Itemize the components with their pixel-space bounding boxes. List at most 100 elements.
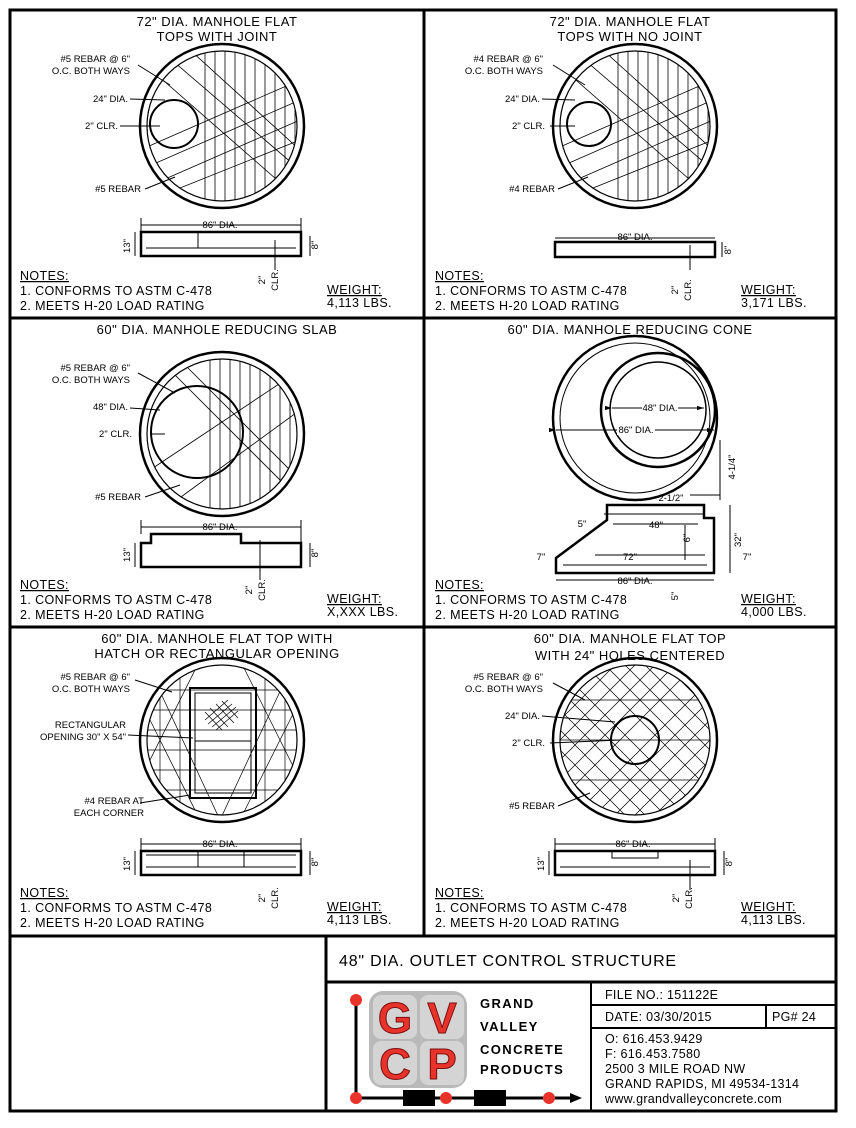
hole-dia-label: 24" DIA.: [505, 94, 540, 105]
plan-view: [541, 42, 719, 210]
corner-rebar: #4 REBAR AT: [85, 796, 145, 807]
dim-48: 48": [649, 520, 663, 531]
panel-title: 60" DIA. MANHOLE FLAT TOP: [534, 631, 726, 646]
rebar-callout-2: O.C. BOTH WAYS: [465, 66, 543, 77]
slab-diameter: 86" DIA.: [202, 522, 237, 533]
panel-subtitle: HATCH OR RECTANGULAR OPENING: [94, 646, 339, 661]
rebar-callout-2: O.C. BOTH WAYS: [52, 375, 130, 386]
cone-base-dia: 86" DIA.: [618, 425, 653, 436]
clr-dim-label: CLR.: [683, 279, 694, 301]
hole-dia-label: 48" DIA.: [93, 402, 128, 413]
file-number: FILE NO.: 151122E: [605, 988, 718, 1002]
clearance-label: 2" CLR.: [512, 121, 545, 132]
rebar-label: #5 REBAR: [95, 184, 141, 195]
drawing-title: 48" DIA. OUTLET CONTROL STRUCTURE: [339, 953, 677, 970]
note-1: 1. CONFORMS TO ASTM C-478: [20, 593, 212, 607]
clearance-label: 2" CLR.: [99, 429, 132, 440]
clr-dim-label: CLR.: [270, 887, 281, 909]
panel-title: 60" DIA. MANHOLE REDUCING SLAB: [97, 322, 338, 337]
weight-value: 4,113 LBS.: [327, 296, 392, 310]
weight-label: WEIGHT:: [741, 592, 796, 606]
weight-value: 4,113 LBS.: [327, 913, 392, 927]
weight-label: WEIGHT:: [741, 900, 796, 914]
slab-height: 13": [122, 857, 133, 871]
weight-value: 4,113 LBS.: [741, 913, 806, 927]
panel-title: 72" DIA. MANHOLE FLAT: [137, 14, 298, 29]
opening-size: OPENING 30" X 54": [40, 732, 126, 743]
clr-dim-label: CLR.: [257, 579, 268, 601]
note-2: 2. MEETS H-20 LOAD RATING: [435, 608, 620, 622]
rebar-callout: #5 REBAR @ 6": [60, 54, 130, 65]
top-thickness: 8": [310, 858, 321, 867]
dim-4-1-4: 4-1/4": [727, 454, 738, 479]
corner-rebar-2: EACH CORNER: [74, 808, 144, 819]
top-thickness: 8": [724, 858, 735, 867]
company-name-3: CONCRETE: [480, 1042, 564, 1057]
rebar-callout: #4 REBAR @ 6": [473, 54, 543, 65]
notes-heading: NOTES:: [20, 578, 69, 592]
logo-letter-p: P: [427, 1040, 456, 1089]
note-1: 1. CONFORMS TO ASTM C-478: [435, 593, 627, 607]
plan-view: [549, 334, 719, 502]
rebar-callout: #5 REBAR @ 6": [60, 363, 130, 374]
note-1: 1. CONFORMS TO ASTM C-478: [20, 901, 212, 915]
panel-subtitle: WITH 24" HOLES CENTERED: [535, 648, 725, 663]
section-view: [134, 218, 311, 270]
fax-number: F: 616.453.7580: [605, 1047, 701, 1061]
hatch-grate: [204, 699, 239, 731]
note-1: 1. CONFORMS TO ASTM C-478: [435, 284, 627, 298]
hole-dia-label: 24" DIA.: [505, 711, 540, 722]
note-1: 1. CONFORMS TO ASTM C-478: [435, 901, 627, 915]
top-thickness: 8": [723, 246, 734, 255]
clr-dim: 2": [257, 894, 268, 903]
slab-diameter: 86" DIA.: [202, 220, 237, 231]
dim-72: 72": [623, 552, 637, 563]
top-thickness: 8": [310, 549, 321, 558]
cone-top-dia: 48" DIA.: [642, 403, 677, 414]
note-2: 2. MEETS H-20 LOAD RATING: [435, 299, 620, 313]
dim-6: 6": [682, 534, 693, 543]
clr-dim: 2": [670, 286, 681, 295]
panel-flat-top-rectangular-opening: 60" DIA. MANHOLE FLAT TOP WITH HATCH OR …: [20, 631, 392, 930]
plan-view: [120, 42, 306, 210]
website-link[interactable]: www.grandvalleyconcrete.com: [604, 1092, 782, 1106]
drawing-date: DATE: 03/30/2015: [605, 1010, 712, 1024]
section-view: [554, 440, 731, 581]
note-2: 2. MEETS H-20 LOAD RATING: [20, 608, 205, 622]
top-thickness: 8": [310, 241, 321, 250]
slab-height: 13": [536, 857, 547, 871]
panel-flat-top-no-joint: 72" DIA. MANHOLE FLAT TOPS WITH NO JOINT…: [435, 14, 806, 313]
weight-label: WEIGHT:: [327, 283, 382, 297]
rebar-callout: #5 REBAR @ 6": [473, 672, 543, 683]
panel-title: 72" DIA. MANHOLE FLAT: [550, 14, 711, 29]
note-2: 2. MEETS H-20 LOAD RATING: [20, 916, 205, 930]
weight-value: X,XXX LBS.: [327, 605, 398, 619]
city-address: GRAND RAPIDS, MI 49534-1314: [605, 1077, 799, 1091]
dim-7-right: 7": [743, 552, 752, 563]
section-view: [134, 838, 311, 877]
rebar-callout-2: O.C. BOTH WAYS: [465, 684, 543, 695]
notes-heading: NOTES:: [435, 886, 484, 900]
note-2: 2. MEETS H-20 LOAD RATING: [20, 299, 205, 313]
slab-diameter: 86" DIA.: [202, 839, 237, 850]
notes-heading: NOTES:: [20, 886, 69, 900]
rebar-label: #4 REBAR: [509, 184, 555, 195]
street-address: 2500 3 MILE ROAD NW: [605, 1062, 745, 1076]
panel-title: 60" DIA. MANHOLE FLAT TOP WITH: [101, 631, 333, 646]
hole-dia-label: 24" DIA.: [93, 94, 128, 105]
logo-letter-v: V: [427, 994, 457, 1043]
slab-diameter: 86" DIA.: [615, 839, 650, 850]
clearance-label: 2" CLR.: [512, 738, 545, 749]
rebar-callout: #5 REBAR @ 6": [60, 672, 130, 683]
company-name-1: GRAND: [480, 996, 535, 1011]
dim-5-bottom: 5": [670, 592, 681, 601]
clr-dim-label: CLR.: [270, 269, 281, 291]
office-phone: O: 616.453.9429: [605, 1032, 703, 1046]
logo-letter-c: C: [379, 1040, 411, 1089]
company-logo: G V C P GRAND VALLEY CONCRETE PRODUCTS: [350, 991, 582, 1106]
rebar-callout-2: O.C. BOTH WAYS: [52, 684, 130, 695]
clearance-label: 2" CLR.: [85, 121, 118, 132]
rebar-hatch: [147, 665, 297, 815]
dim-2-1-2: 2-1/2": [658, 493, 683, 504]
